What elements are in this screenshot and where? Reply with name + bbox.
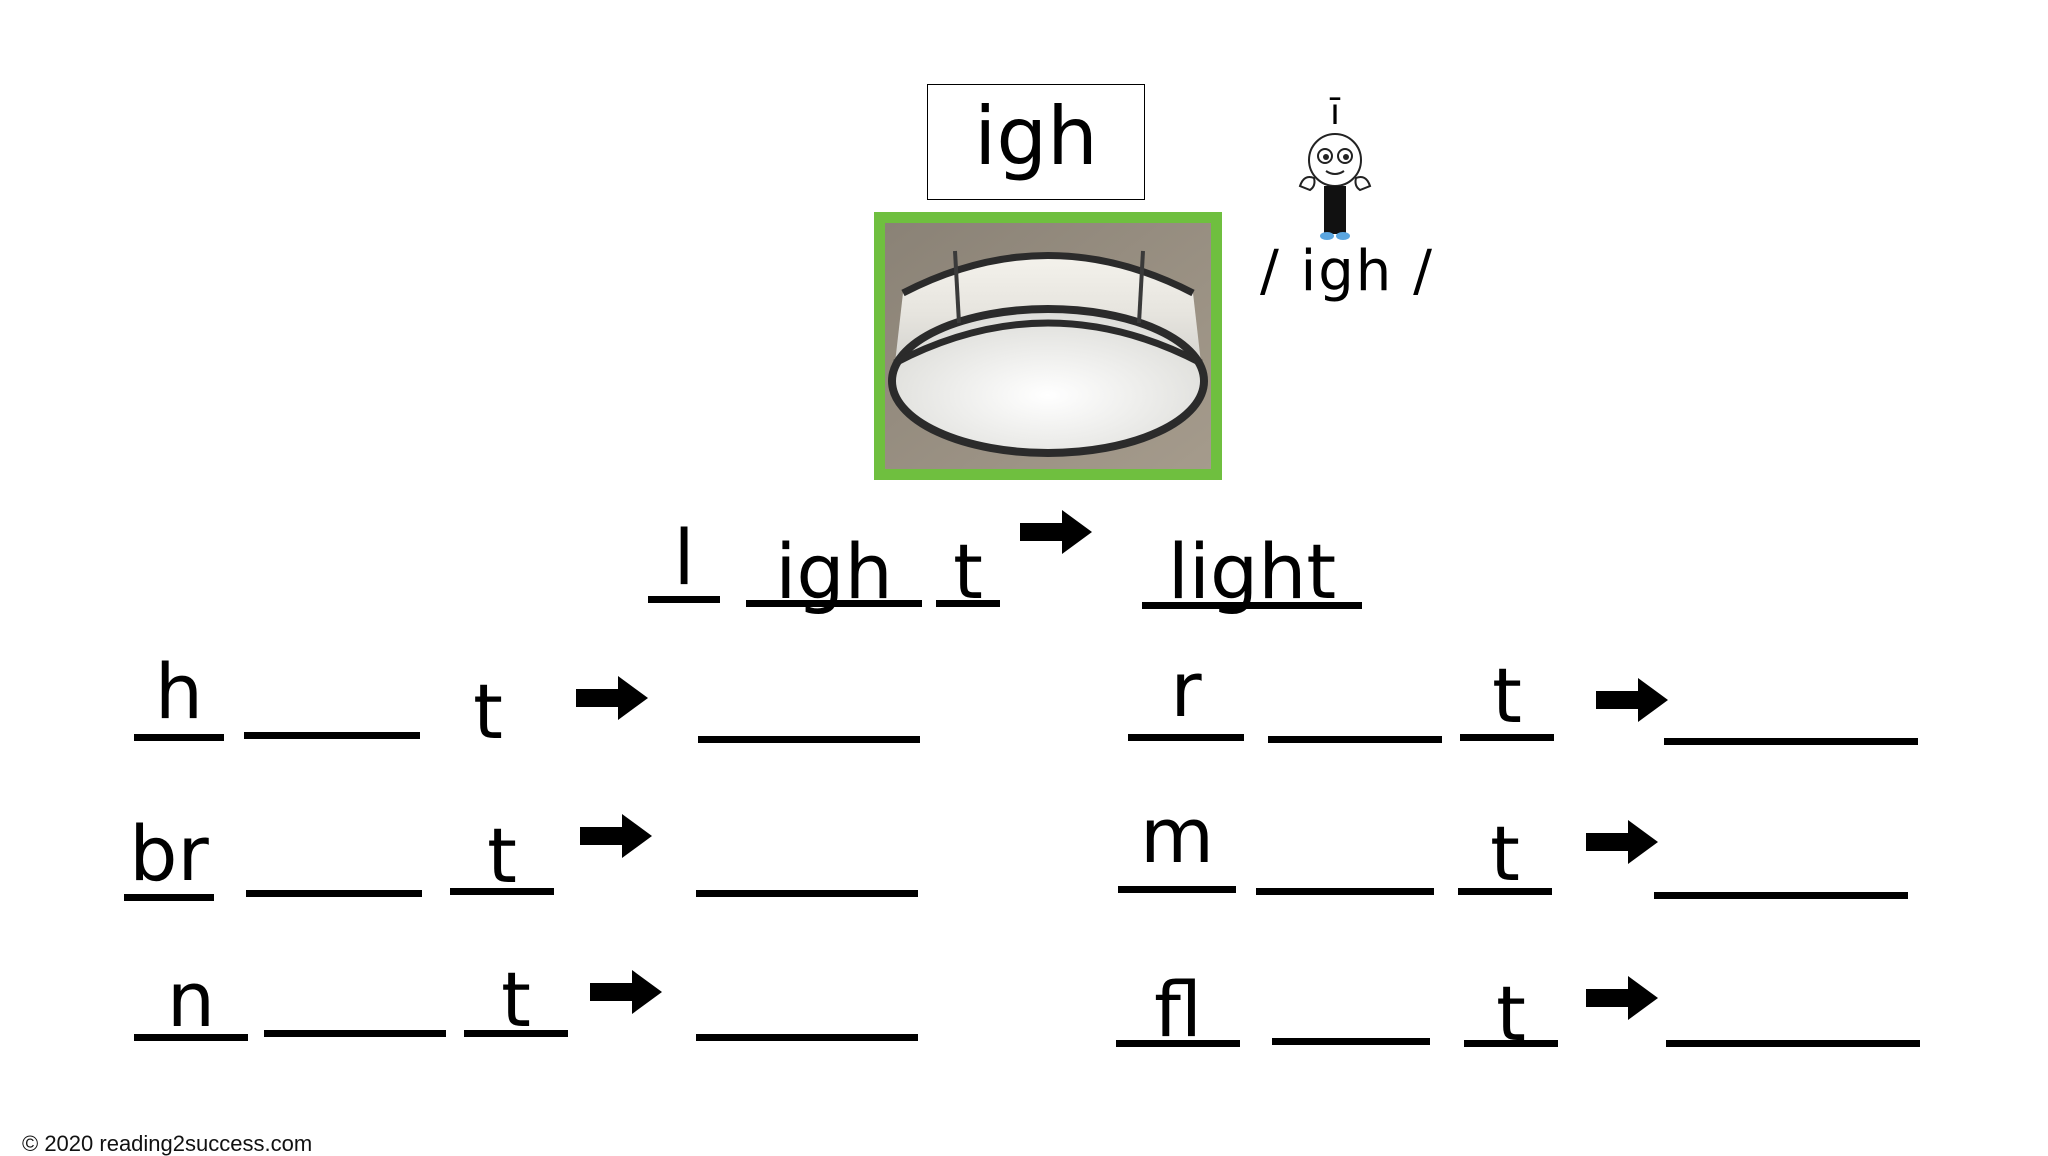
start-letters: m: [1139, 791, 1215, 880]
right-arrow-icon: [590, 970, 662, 1014]
start-letters: n: [166, 955, 216, 1044]
blank-line[interactable]: [244, 732, 420, 739]
start-letters: br: [129, 809, 209, 898]
answer-line: [1142, 602, 1362, 609]
grapheme-box: igh: [927, 84, 1145, 200]
end-letters: t: [501, 955, 531, 1044]
answer-line: [1116, 1040, 1240, 1047]
blank-line[interactable]: [1666, 1040, 1920, 1047]
blank-line[interactable]: [1268, 736, 1442, 743]
blank-line[interactable]: [698, 736, 920, 743]
right-arrow-icon: [1586, 976, 1658, 1020]
start-letters: fl: [1154, 965, 1202, 1054]
example-segment-3: t: [953, 527, 983, 616]
answer-line: [464, 1030, 568, 1037]
end-letters: t: [1492, 651, 1522, 740]
blank-line[interactable]: [246, 890, 422, 897]
answer-line: [134, 1034, 248, 1041]
ceiling-light-image: [874, 212, 1222, 480]
example-segment-1: l: [673, 513, 695, 602]
end-letters: t: [487, 811, 517, 900]
start-letters: r: [1170, 645, 1202, 734]
answer-line: [134, 734, 224, 741]
answer-line: [936, 600, 1000, 607]
phoneme-label: / igh /: [1260, 239, 1434, 304]
right-arrow-icon: [576, 676, 648, 720]
blank-line[interactable]: [264, 1030, 446, 1037]
answer-line: [1460, 734, 1554, 741]
end-letters: t: [1496, 969, 1526, 1058]
blank-line[interactable]: [696, 890, 918, 897]
blank-line[interactable]: [1654, 892, 1908, 899]
right-arrow-icon: [580, 814, 652, 858]
answer-line: [1128, 734, 1244, 741]
macron-vowel: ī: [1329, 92, 1341, 133]
mascot-figure: ī: [1270, 86, 1400, 266]
blank-line[interactable]: [1272, 1038, 1430, 1045]
answer-line: [746, 600, 922, 607]
copyright-notice: © 2020 reading2success.com: [22, 1131, 313, 1156]
answer-line: [648, 596, 720, 603]
start-letters: h: [154, 647, 204, 736]
answer-line: [1118, 886, 1236, 893]
end-letters: t: [473, 667, 503, 756]
ceiling-light-icon: [885, 223, 1211, 469]
mascot-icon: ī: [1298, 92, 1372, 240]
blank-line[interactable]: [1256, 888, 1434, 895]
blank-line[interactable]: [1664, 738, 1918, 745]
answer-line: [450, 888, 554, 895]
grapheme-text: igh: [974, 90, 1098, 183]
right-arrow-icon: [1586, 820, 1658, 864]
right-arrow-icon: [1596, 678, 1668, 722]
answer-line: [1458, 888, 1552, 895]
blank-line[interactable]: [696, 1034, 918, 1041]
end-letters: t: [1490, 809, 1520, 898]
answer-line: [1464, 1040, 1558, 1047]
right-arrow-icon: [1020, 510, 1092, 554]
example-word: light: [1167, 527, 1337, 616]
example-segment-2: igh: [775, 527, 893, 616]
answer-line: [124, 894, 214, 901]
